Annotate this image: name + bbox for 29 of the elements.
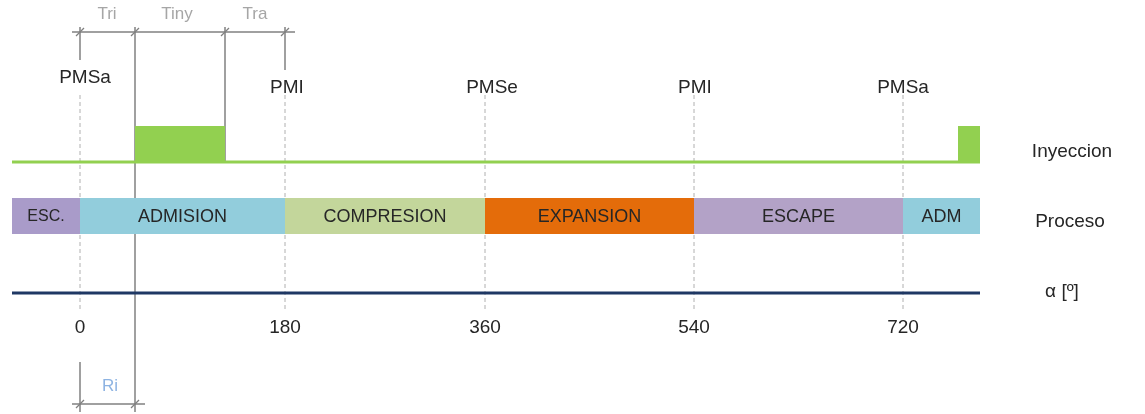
segment-label: EXPANSION (537, 205, 642, 227)
position-label: PMSa (59, 66, 111, 88)
axis-tick-label: 0 (74, 316, 86, 338)
process-segment (285, 198, 485, 234)
interval-label: Tiny (161, 4, 193, 24)
interval-label: Tri (97, 4, 117, 24)
interval-label: Ri (101, 376, 119, 396)
position-label: PMI (270, 76, 304, 98)
process-segment (485, 198, 694, 234)
position-label: PMSa (877, 76, 929, 98)
segment-label: ADM (921, 205, 962, 227)
axis-tick-label: 360 (469, 316, 501, 338)
process-segment (80, 198, 285, 234)
axis-tick-label: 720 (887, 316, 919, 338)
segment-label: ESC. (27, 207, 65, 225)
segment-label: ADMISION (138, 205, 227, 227)
row-label: Proceso (1035, 210, 1105, 232)
process-segment (903, 198, 980, 234)
position-label: PMSe (466, 76, 518, 98)
segment-label: ESCAPE (762, 205, 835, 227)
axis-tick-label: 180 (269, 316, 301, 338)
segment-label: COMPRESION (323, 205, 447, 227)
process-segment (12, 198, 80, 234)
row-label: Inyeccion (1031, 140, 1113, 162)
process-segment (694, 198, 903, 234)
position-label: PMI (678, 76, 712, 98)
row-label: α [º] (1045, 280, 1079, 302)
axis-tick-label: 540 (678, 316, 710, 338)
interval-label: Tra (242, 4, 268, 24)
